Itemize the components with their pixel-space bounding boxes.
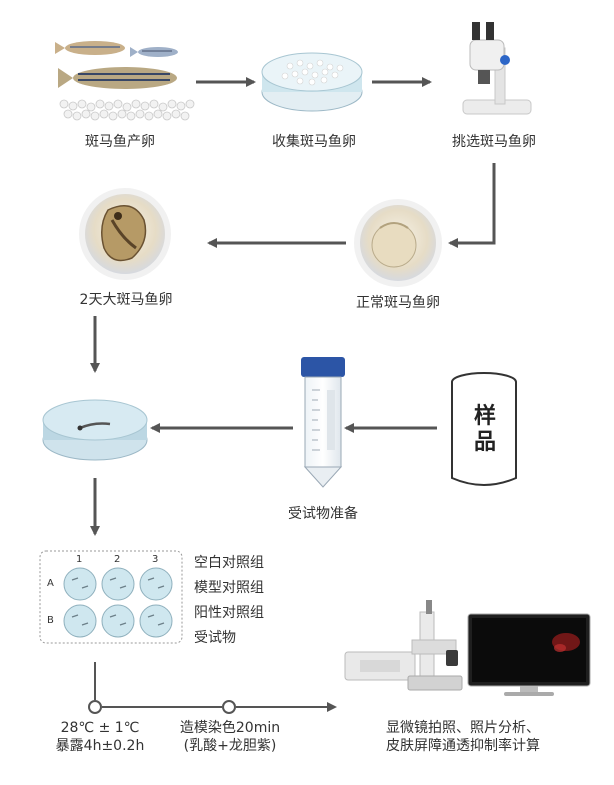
incubation-temp: 28℃ ± 1℃ <box>60 720 140 736</box>
test-tube-image <box>301 357 345 488</box>
arrow-select-to-normal <box>448 163 496 248</box>
inverted-microscope-image <box>344 600 463 691</box>
label-prep: 受试物准备 <box>288 506 358 522</box>
well-plate <box>39 550 183 644</box>
plate-col-3: 3 <box>152 554 159 565</box>
stereo-microscope-image <box>462 22 532 115</box>
normal-egg-image <box>354 199 442 287</box>
timeline-node-1 <box>88 700 102 714</box>
group-test-substance: 受试物 <box>194 630 236 646</box>
timeline-node-2 <box>222 700 236 714</box>
label-select: 挑选斑马鱼卵 <box>452 134 536 150</box>
plate-row-a: A <box>47 578 54 589</box>
zebrafish-spawning-image <box>55 41 195 121</box>
timeline-step-1: 28℃ ± 1℃ 暴露4h±0.2h <box>56 719 145 755</box>
plate-row-b: B <box>47 615 54 626</box>
label-collect: 收集斑马鱼卵 <box>272 134 356 150</box>
final-line-1: 显微镜拍照、照片分析、 <box>386 720 540 736</box>
staining-step: 造模染色20min <box>179 720 281 736</box>
label-day2-egg: 2天大斑马鱼卵 <box>79 292 173 308</box>
egg-collection-dish <box>261 52 363 112</box>
group-model-control: 模型对照组 <box>194 580 264 596</box>
timeline-step-2: 造模染色20min (乳酸+龙胆紫) <box>180 719 280 755</box>
exposure-time: 暴露4h±0.2h <box>55 738 145 754</box>
timeline <box>88 662 337 714</box>
plate-col-2: 2 <box>114 554 121 565</box>
label-normal-egg: 正常斑马鱼卵 <box>356 295 440 311</box>
group-blank-control: 空白对照组 <box>194 555 264 571</box>
sample-jar-image <box>451 372 517 486</box>
staining-reagents: (乳酸+龙胆紫) <box>183 738 277 754</box>
final-line-2: 皮肤屏障通透抑制率计算 <box>386 738 540 754</box>
monitor-image <box>467 613 591 696</box>
label-spawn: 斑马鱼产卵 <box>85 134 155 150</box>
sample-label: 样品 <box>473 404 496 455</box>
plate-col-1: 1 <box>76 554 83 565</box>
larva-dish-image <box>42 399 148 461</box>
two-day-egg-image <box>79 188 171 280</box>
final-analysis-step: 显微镜拍照、照片分析、 皮肤屏障通透抑制率计算 <box>386 719 540 755</box>
group-positive-control: 阳性对照组 <box>194 605 264 621</box>
